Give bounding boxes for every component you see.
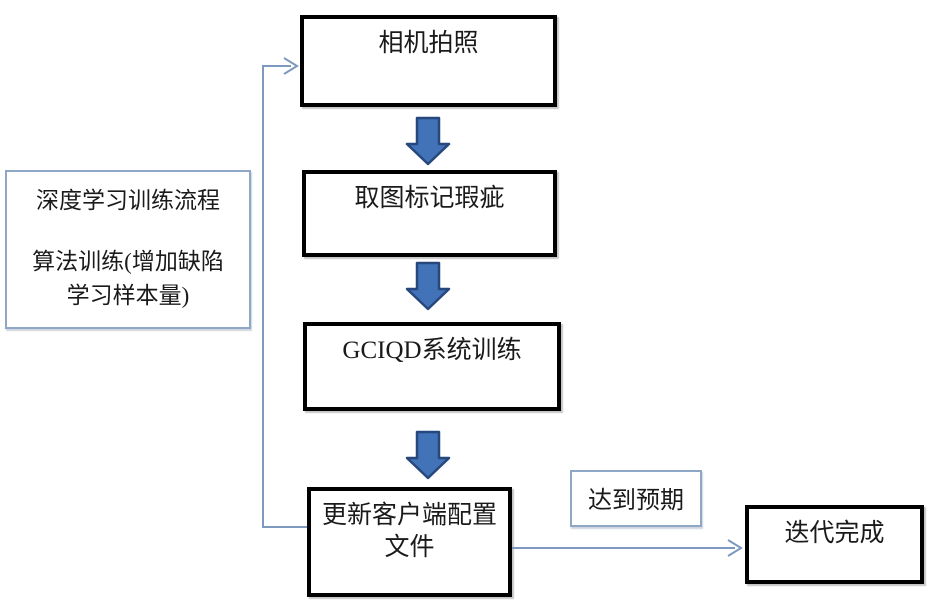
step-box-gciqd-training: GCIQD系统训练 — [303, 322, 561, 411]
down-block-arrow-icon — [405, 430, 451, 480]
end-box-iteration-complete: 迭代完成 — [745, 505, 924, 584]
right-open-arrowhead-icon — [727, 539, 743, 557]
feedback-connector-line — [262, 65, 307, 528]
end-label-iteration-complete: 迭代完成 — [784, 520, 885, 547]
condition-label-box: 达到预期 — [570, 470, 702, 527]
step-label-gciqd-training: GCIQD系统训练 — [342, 337, 522, 364]
step-label-image-labeling: 取图标记瑕疵 — [354, 185, 505, 212]
note-body-line2: 学习样本量) — [66, 283, 190, 308]
down-block-arrow-icon — [405, 261, 451, 311]
step-label-update-client-config-line2: 文件 — [384, 534, 435, 561]
step-box-update-client-config: 更新客户端配置 文件 — [307, 487, 512, 597]
note-title: 深度学习训练流程 — [36, 188, 220, 213]
down-block-arrow-icon — [405, 116, 451, 166]
step-label-camera-capture: 相机拍照 — [378, 30, 479, 57]
step-label-update-client-config-line1: 更新客户端配置 — [321, 502, 497, 529]
step-box-camera-capture: 相机拍照 — [300, 15, 557, 107]
step-box-image-labeling: 取图标记瑕疵 — [302, 170, 557, 257]
note-body-line1: 算法训练(增加缺陷 — [32, 249, 224, 274]
note-box-training-process: 深度学习训练流程 算法训练(增加缺陷 学习样本量) — [5, 170, 251, 329]
right-open-arrowhead-icon — [283, 57, 299, 75]
condition-label: 达到预期 — [588, 488, 684, 514]
